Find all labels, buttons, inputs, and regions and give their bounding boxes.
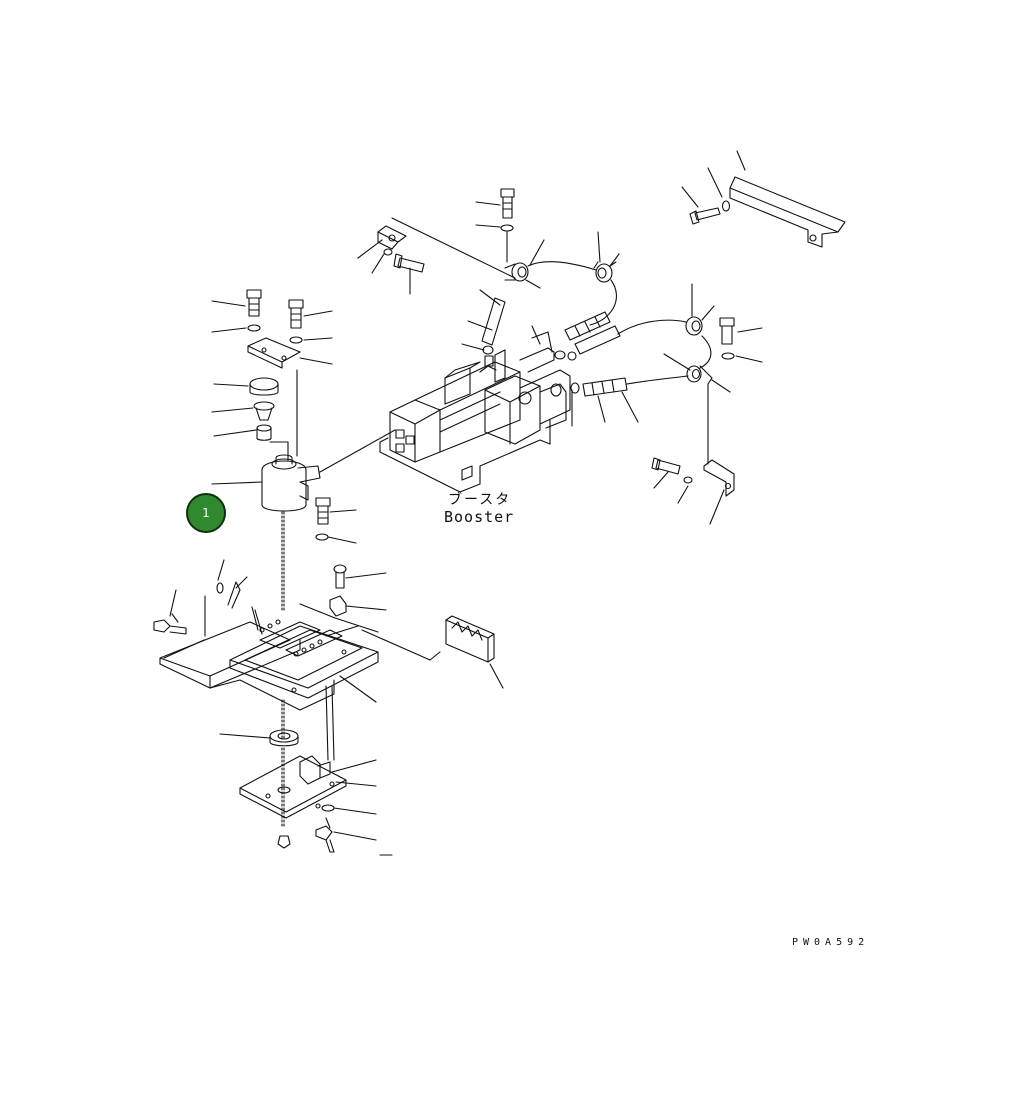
hose-right-upper xyxy=(618,320,686,334)
item-callout-1[interactable]: 1 xyxy=(186,493,226,533)
hose-upper-loop xyxy=(590,280,616,325)
wing-bolt-left xyxy=(154,614,186,634)
bottom-washer xyxy=(322,805,334,811)
washer-mid xyxy=(316,534,328,540)
bracket-bolt xyxy=(690,208,720,224)
top-washer xyxy=(501,225,513,231)
bottom-wing-bolt xyxy=(316,818,334,852)
hose-upper xyxy=(528,262,596,270)
rod-end-bottom xyxy=(278,836,290,848)
screw-mid xyxy=(334,565,346,588)
spring-shaft xyxy=(282,512,284,610)
bottom-plate xyxy=(240,756,346,818)
lower-right-bracket xyxy=(704,460,734,496)
cap-small xyxy=(257,425,271,440)
lower-right-washer xyxy=(684,477,692,483)
base-plate-main xyxy=(210,604,378,710)
support-rod xyxy=(326,686,334,760)
bushing xyxy=(254,402,274,420)
grommet xyxy=(270,730,298,746)
hose-fitting-top-right xyxy=(594,262,616,282)
hose-fitting-top-left xyxy=(505,263,528,281)
bottom-clip xyxy=(300,756,330,784)
booster-label-japanese: ブースタ xyxy=(448,492,512,508)
control-rod xyxy=(482,298,505,366)
hose-fitting-right xyxy=(686,317,702,335)
bolt-left-a xyxy=(247,290,261,316)
bolt-mid xyxy=(316,498,330,524)
booster-body xyxy=(380,332,576,492)
hose-right-1 xyxy=(565,312,620,354)
bumper-pad xyxy=(446,616,494,662)
right-washer-upper xyxy=(722,353,734,359)
link-washer-top xyxy=(384,249,392,255)
hose-fitting-lower-right xyxy=(687,366,712,384)
washer-left-a xyxy=(248,325,260,331)
link-bolt-top xyxy=(394,254,424,272)
upper-right-bracket xyxy=(730,177,845,247)
small-washer-left xyxy=(217,583,223,593)
booster-label-english: Booster xyxy=(444,508,515,526)
top-bolt xyxy=(501,189,514,218)
hose-right-loop xyxy=(700,336,711,368)
bracket-washer xyxy=(723,201,730,211)
mount-plate-left xyxy=(248,338,300,368)
nut-large xyxy=(250,378,278,395)
right-bolt-upper xyxy=(720,318,734,344)
drawing-code: PW0A592 xyxy=(792,937,870,948)
clip-mid xyxy=(330,596,346,616)
bolt-left-b xyxy=(289,300,303,328)
link-bracket-top xyxy=(378,226,406,249)
base-plate-left xyxy=(160,596,300,688)
lower-right-bolt xyxy=(652,458,680,474)
lower-shaft xyxy=(282,700,284,828)
hose-pipe xyxy=(571,378,627,396)
actuator-motor xyxy=(262,442,320,511)
washer-left-b xyxy=(290,337,302,343)
